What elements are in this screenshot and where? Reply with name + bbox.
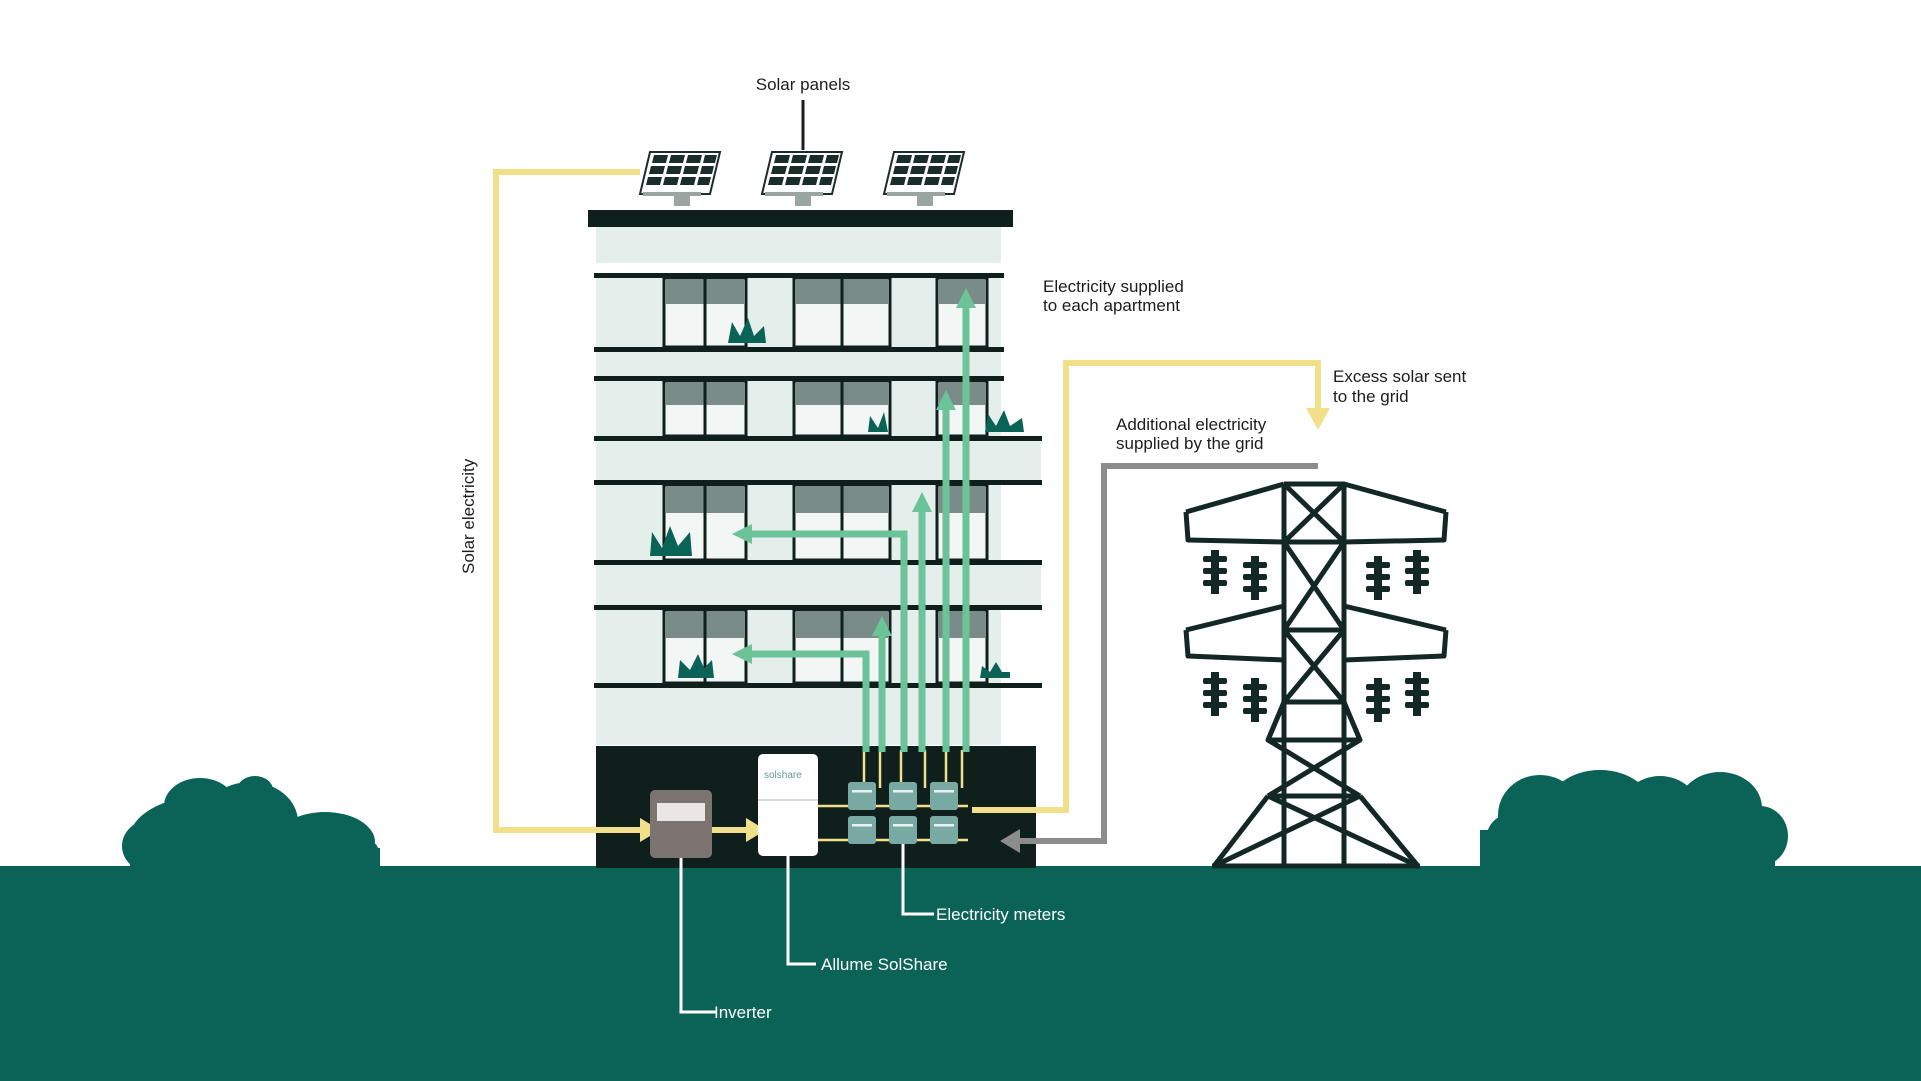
excess-solar-label: to the grid: [1333, 387, 1409, 406]
inverter-label: Inverter: [714, 1003, 772, 1022]
apartment-supply-arrows: [748, 304, 970, 752]
shrub-right: [1480, 770, 1788, 870]
allume-solshare-label: Allume SolShare: [821, 955, 948, 974]
shrub-left: [122, 776, 380, 884]
additional-electricity-label: supplied by the grid: [1116, 434, 1263, 453]
electricity-meter: [930, 816, 958, 844]
electricity-meter: [848, 816, 876, 844]
electricity-meter: [889, 782, 917, 810]
label-leaders: [679, 844, 934, 1014]
electricity-supplied-label: Electricity supplied: [1043, 277, 1184, 296]
solshare-unit: solshare: [758, 754, 818, 856]
excess-solar-line: [972, 360, 1330, 813]
grid-supply-line: [1000, 463, 1318, 853]
ground: [0, 866, 1921, 1081]
additional-electricity-label: Additional electricity: [1116, 415, 1267, 434]
transmission-tower: [1183, 481, 1449, 869]
solar-panel: [882, 151, 966, 206]
electricity-meter: [848, 782, 876, 810]
solar-electricity-label: Solar electricity: [459, 458, 478, 574]
solar-panels-label: Solar panels: [756, 75, 851, 94]
solar-panel: [638, 151, 722, 206]
electricity-meters-label: Electricity meters: [936, 905, 1065, 924]
solar-electricity-line: [493, 169, 746, 833]
electricity-supplied-label: to each apartment: [1043, 296, 1180, 315]
solshare-logo: solshare: [764, 770, 802, 781]
arrow-head-icon: [732, 288, 976, 664]
electricity-meters: [848, 782, 958, 844]
solar-panel: [760, 151, 844, 206]
electricity-meter: [930, 782, 958, 810]
electricity-meter: [889, 816, 917, 844]
tower-insulators: [1203, 550, 1429, 722]
excess-solar-label: Excess solar sent: [1333, 367, 1466, 386]
inverter: [650, 790, 712, 858]
